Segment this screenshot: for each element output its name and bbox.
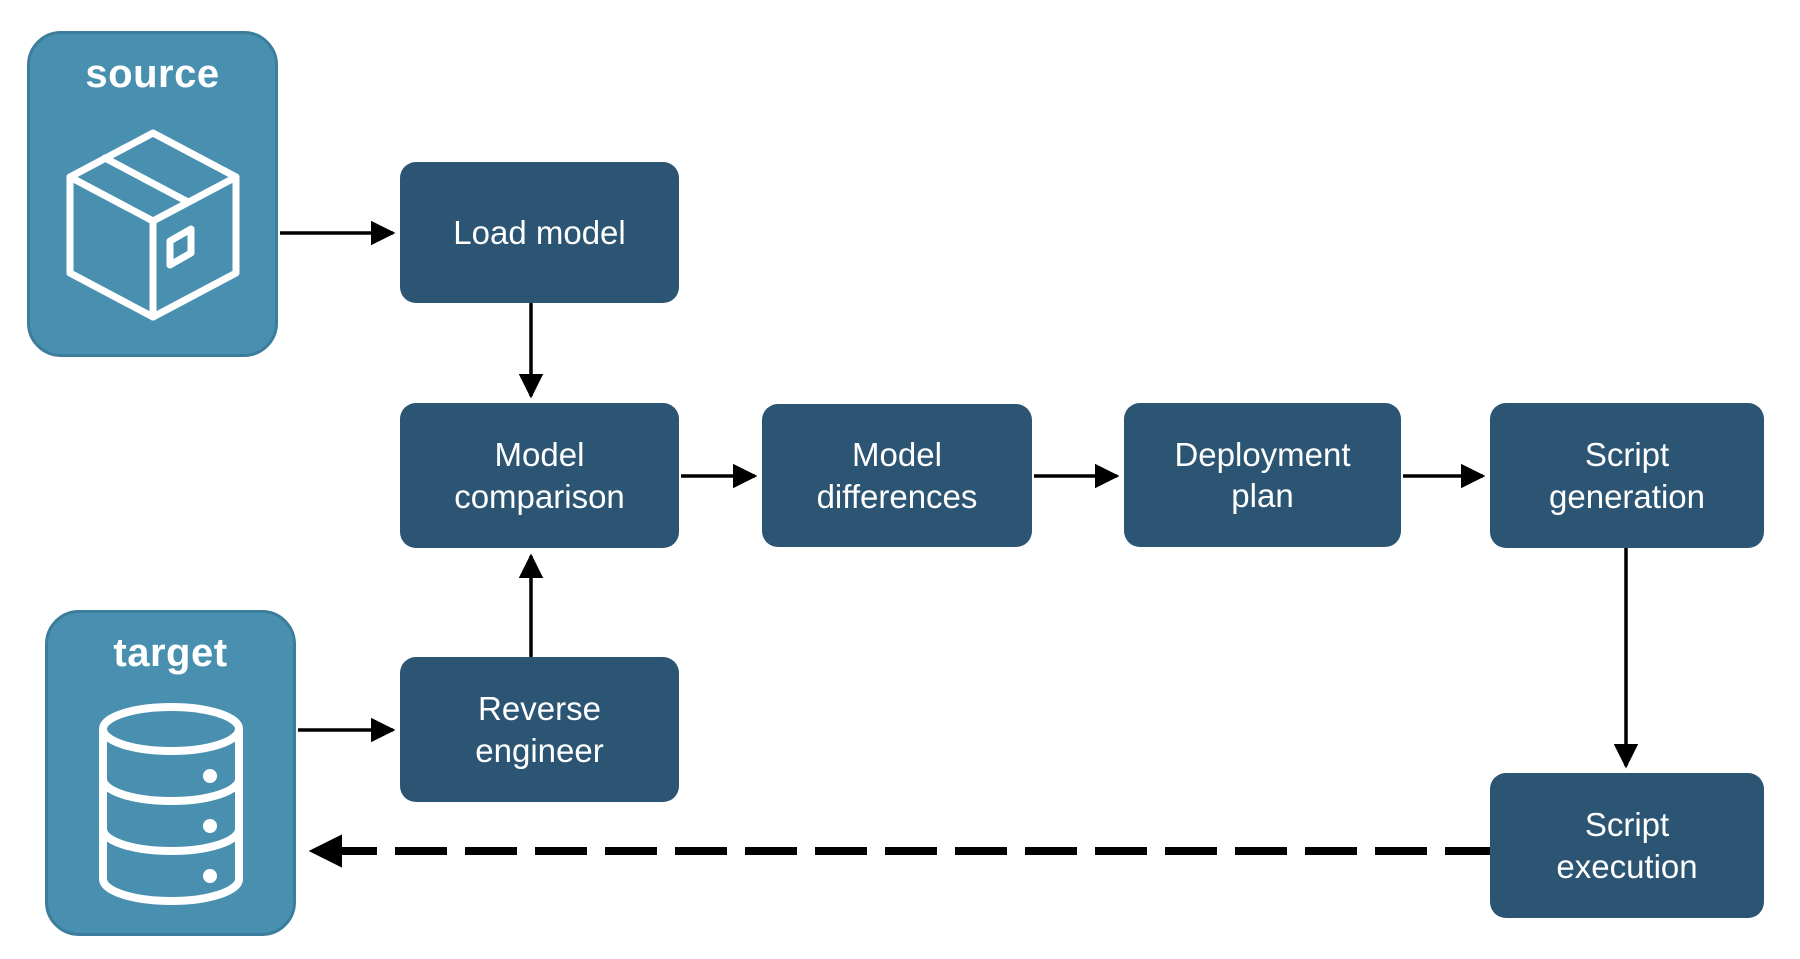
process-load-model-label: Load model: [453, 213, 626, 251]
process-script-execution-label: Script execution: [1556, 806, 1698, 885]
package-box-icon: [30, 96, 275, 354]
process-reverse-engineer[interactable]: Reverse engineer: [400, 657, 679, 802]
endpoint-target-label: target: [113, 631, 228, 675]
endpoint-source[interactable]: source: [27, 31, 278, 357]
process-load-model[interactable]: Load model: [400, 162, 679, 303]
endpoint-target[interactable]: target: [45, 610, 296, 936]
process-script-generation-label: Script generation: [1549, 436, 1705, 515]
process-model-comparison-label: Model comparison: [454, 436, 625, 515]
database-cylinder-icon: [48, 675, 293, 933]
process-script-execution[interactable]: Script execution: [1490, 773, 1764, 918]
process-reverse-engineer-label: Reverse engineer: [475, 690, 604, 769]
process-script-generation[interactable]: Script generation: [1490, 403, 1764, 548]
process-model-differences-label: Model differences: [816, 436, 978, 515]
endpoint-source-label: source: [85, 52, 220, 96]
process-model-differences[interactable]: Model differences: [762, 404, 1032, 547]
process-model-comparison[interactable]: Model comparison: [400, 403, 679, 548]
process-deployment-plan-label: Deployment plan: [1174, 435, 1351, 514]
process-deployment-plan[interactable]: Deployment plan: [1124, 403, 1401, 547]
